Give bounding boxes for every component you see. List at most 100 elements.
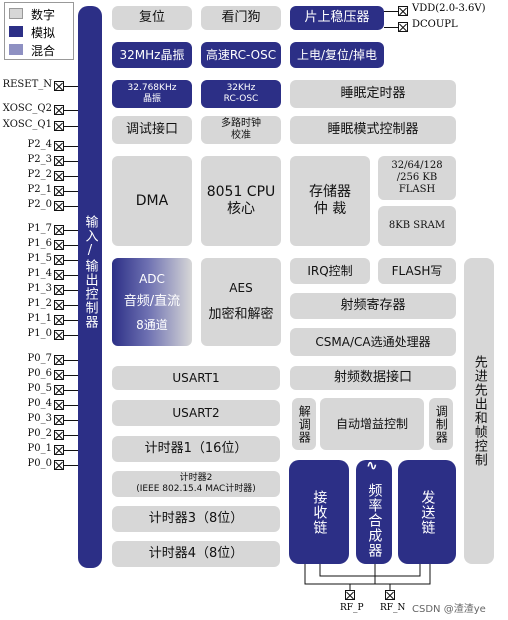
pin-lead-reset	[64, 86, 78, 87]
pin-box-p2-2	[54, 171, 64, 181]
pin-lead-xosc-q1	[64, 126, 78, 127]
block-rc-osc-high: 高速RC-OSC	[201, 42, 281, 68]
aes-title: AES	[229, 281, 253, 295]
pin-label-p1-0: P1_0	[27, 328, 52, 339]
pin-box-p1-7	[54, 225, 64, 235]
block-timer1: 计时器1（16位）	[112, 436, 280, 462]
block-flash: 32/64/128 /256 KB FLASH	[378, 156, 456, 200]
pin-label-p1-3: P1_3	[27, 283, 52, 294]
block-regulator: 片上稳压器	[290, 6, 384, 30]
pin-box-p2-4	[54, 141, 64, 151]
block-xtal-32mhz: 32MHz晶振	[112, 42, 192, 68]
pin-lead-p1-3	[64, 290, 78, 291]
pin-lead-p0-7	[64, 360, 78, 361]
pin-label-p2-0: P2_0	[27, 199, 52, 210]
dcoupl-label: DCOUPL	[412, 19, 458, 30]
block-8051-cpu: 8051 CPU 核心	[201, 156, 281, 246]
pin-box-p0-2	[54, 430, 64, 440]
pin-box-p1-4	[54, 270, 64, 280]
block-fifo-frame-control: 先进先出和帧控制	[464, 258, 494, 564]
pin-label-p0-2: P0_2	[27, 428, 52, 439]
block-watchdog: 看门狗	[201, 6, 281, 30]
block-rx-chain: 接收链	[289, 460, 349, 564]
block-tx-chain: 发送链	[398, 460, 456, 564]
pin-box-p0-7	[54, 355, 64, 365]
pin-lead-p0-0	[64, 465, 78, 466]
block-demodulator: 解调器	[292, 398, 316, 450]
pin-lead-p0-5	[64, 390, 78, 391]
pin-lead-p1-0	[64, 335, 78, 336]
pin-label-xosc-q2: XOSC_Q2	[2, 103, 52, 114]
pin-label-p0-5: P0_5	[27, 383, 52, 394]
pin-label-p2-4: P2_4	[27, 139, 52, 150]
pin-lead-p1-2	[64, 305, 78, 306]
pin-lead-p2-3	[64, 161, 78, 162]
pin-label-p0-6: P0_6	[27, 368, 52, 379]
block-adc: ADC 音频/直流 8通道	[112, 258, 192, 346]
block-rf-data-interface: 射频数据接口	[290, 366, 456, 390]
legend: 数字 模拟 混合	[4, 2, 74, 60]
legend-swatch-analog	[9, 26, 23, 37]
legend-label-digital: 数字	[31, 8, 56, 22]
pin-box-p0-4	[54, 400, 64, 410]
pin-label-p1-2: P1_2	[27, 298, 52, 309]
adc-channels: 8通道	[136, 317, 168, 332]
pin-label-p2-3: P2_3	[27, 154, 52, 165]
pin-label-p1-1: P1_1	[27, 313, 52, 324]
rf-wiring	[304, 564, 431, 590]
dcoupl-lead	[384, 27, 398, 28]
block-sleep-timer: 睡眠定时器	[290, 80, 456, 108]
block-clock-mux: 多路时钟 校准	[201, 116, 281, 144]
pin-label-reset: RESET_N	[2, 79, 52, 90]
pin-lead-p2-2	[64, 176, 78, 177]
legend-label-analog: 模拟	[31, 26, 56, 40]
adc-title: ADC	[139, 271, 165, 286]
pin-box-p0-3	[54, 415, 64, 425]
pin-lead-p2-1	[64, 191, 78, 192]
block-usart2: USART2	[112, 400, 280, 426]
rf-p-label: RF_P	[340, 603, 364, 613]
pin-lead-p2-4	[64, 146, 78, 147]
pin-box-xosc-q1	[54, 121, 64, 131]
block-usart1: USART1	[112, 366, 280, 390]
block-auto-gain-control: 自动增益控制	[320, 398, 424, 450]
pin-box-xosc-q2	[54, 105, 64, 115]
block-timer4: 计时器4（8位）	[112, 541, 280, 567]
pin-lead-p0-2	[64, 435, 78, 436]
pin-box-p2-1	[54, 186, 64, 196]
pin-lead-p1-6	[64, 245, 78, 246]
pin-box-p1-0	[54, 330, 64, 340]
pin-lead-p0-6	[64, 375, 78, 376]
legend-swatch-mixed	[9, 44, 23, 55]
rf-p-pin-box	[345, 590, 355, 600]
pin-label-p0-7: P0_7	[27, 353, 52, 364]
block-irq-control: IRQ控制	[290, 258, 370, 284]
io-controller-bus	[78, 6, 102, 568]
adc-subtitle: 音频/直流	[123, 294, 181, 310]
pin-label-p0-4: P0_4	[27, 398, 52, 409]
legend-swatch-digital	[9, 8, 23, 19]
block-xtal-32k: 32.768KHz 晶振	[112, 80, 192, 108]
pin-box-p1-5	[54, 255, 64, 265]
block-modulator: 调制器	[429, 398, 453, 450]
dcoupl-pin-box	[398, 22, 408, 32]
block-debug-interface: 调试接口	[112, 116, 192, 144]
block-aes: AES 加密和解密	[201, 258, 281, 346]
vdd-pin-box	[398, 6, 408, 16]
block-rf-registers: 射频寄存器	[290, 293, 456, 319]
legend-label-mixed: 混合	[31, 44, 56, 58]
vdd-lead	[384, 11, 398, 12]
pin-lead-p0-1	[64, 450, 78, 451]
pin-lead-p0-3	[64, 420, 78, 421]
pin-lead-p1-4	[64, 275, 78, 276]
pin-box-p0-5	[54, 385, 64, 395]
watermark: CSDN @渣渣ye	[412, 604, 486, 615]
vdd-label: VDD(2.0-3.6V)	[412, 3, 486, 14]
block-timer2: 计时器2 (IEEE 802.15.4 MAC计时器)	[112, 471, 280, 497]
pin-label-p1-4: P1_4	[27, 268, 52, 279]
block-memory-arbiter: 存储器 仲 裁	[290, 156, 370, 246]
pin-box-p2-3	[54, 156, 64, 166]
pin-lead-p1-5	[64, 260, 78, 261]
block-dma: DMA	[112, 156, 192, 246]
pin-label-p0-0: P0_0	[27, 458, 52, 469]
